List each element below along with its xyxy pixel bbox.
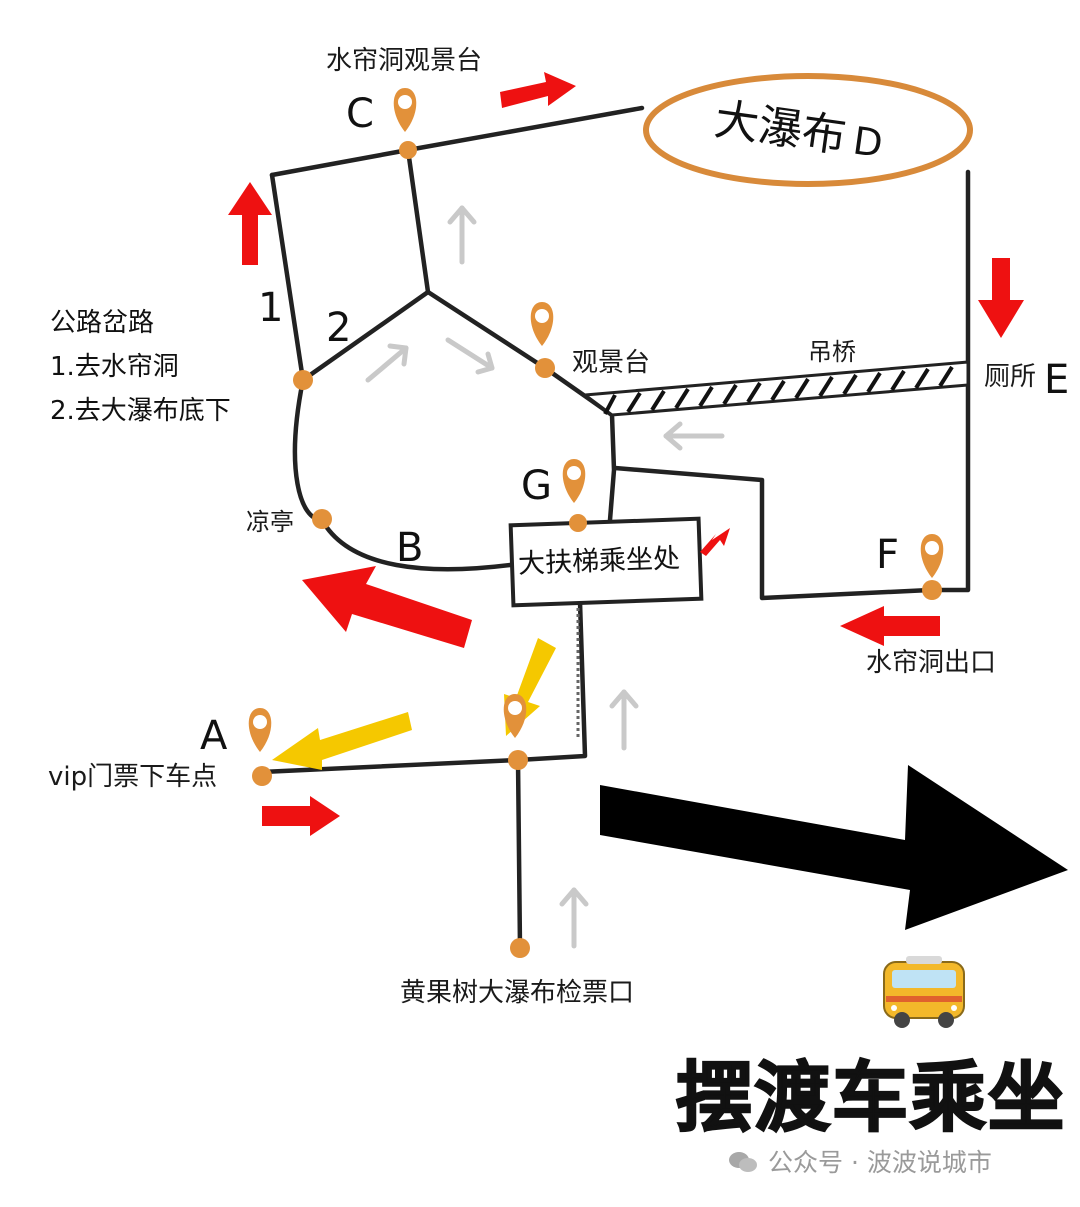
wechat-icon [729, 1152, 757, 1172]
red-arrow-small [700, 528, 730, 556]
waterfall-letter: D [850, 118, 886, 167]
gray-arrow-up-1 [447, 205, 477, 265]
red-arrow-right-top [500, 72, 576, 108]
label-ticket-entrance: 黄果树大瀑布检票口 [400, 978, 635, 1008]
gray-arrow-up-2 [609, 689, 639, 751]
waterfall-ellipse [643, 73, 973, 187]
path-a-road [259, 599, 588, 775]
red-arrow-up [228, 182, 272, 265]
map-pin-icon-c [393, 88, 417, 132]
label-g-letter: G [521, 463, 552, 509]
suspension-bridge [580, 360, 970, 417]
label-toilet: 厕所 [984, 362, 1037, 392]
fork-option-2: 2.去大瀑布底下 [50, 396, 231, 426]
red-arrows [228, 72, 1024, 836]
red-arrow-down [978, 258, 1024, 338]
label-f-letter: F [876, 532, 900, 578]
route-number-1: 1 [258, 285, 284, 331]
label-cave-exit: 水帘洞出口 [866, 648, 997, 678]
label-a-letter: A [200, 713, 228, 759]
route-number-2: 2 [326, 305, 352, 351]
gray-arrow-ne [365, 343, 409, 383]
red-arrow-right-a [262, 796, 340, 836]
path-route-1 [269, 172, 306, 383]
label-shuttle: 摆渡车乘坐 [675, 1053, 1066, 1142]
map-pin-icon-a [248, 708, 272, 752]
yellow-arrow-to-a [272, 712, 412, 770]
label-e-letter: E [1044, 357, 1070, 403]
map-pin-icon-f [920, 534, 944, 578]
escalator-box [508, 516, 704, 608]
label-c-letter: C [346, 91, 374, 137]
label-bridge: 吊桥 [808, 338, 856, 366]
gray-arrow-up-3 [559, 887, 589, 949]
label-vip-dropoff: vip门票下车点 [48, 762, 218, 792]
map-pin-icon-viewing [530, 302, 554, 346]
fork-title: 公路岔路 [50, 308, 155, 338]
path-c-junction [405, 147, 431, 295]
path-inner [612, 465, 933, 601]
gray-arrow-left [663, 421, 725, 451]
big-black-arrow [600, 765, 1068, 930]
bus-icon [883, 956, 965, 1028]
red-arrow-big-left [302, 566, 472, 648]
label-viewing-platform: 观景台 [572, 348, 651, 378]
map-pin-icon-g [562, 459, 586, 503]
path-entrance [515, 757, 523, 951]
path-right [927, 169, 971, 593]
gray-arrows [365, 205, 725, 949]
label-b-letter: B [396, 525, 424, 571]
path-top [269, 105, 645, 178]
gray-arrow-se [445, 337, 495, 375]
watermark: 公众号 · 波波说城市 [768, 1148, 992, 1177]
label-pavilion: 凉亭 [246, 508, 294, 536]
path-route-2 [300, 289, 431, 383]
fork-option-1: 1.去水帘洞 [50, 352, 179, 382]
route-nodes [252, 141, 942, 958]
label-c-name: 水帘洞观景台 [326, 46, 483, 76]
path-junction-viewing [425, 289, 548, 371]
red-arrow-left-f [840, 606, 940, 646]
label-escalator: 大扶梯乘坐处 [517, 543, 681, 580]
route-lines [259, 105, 971, 951]
